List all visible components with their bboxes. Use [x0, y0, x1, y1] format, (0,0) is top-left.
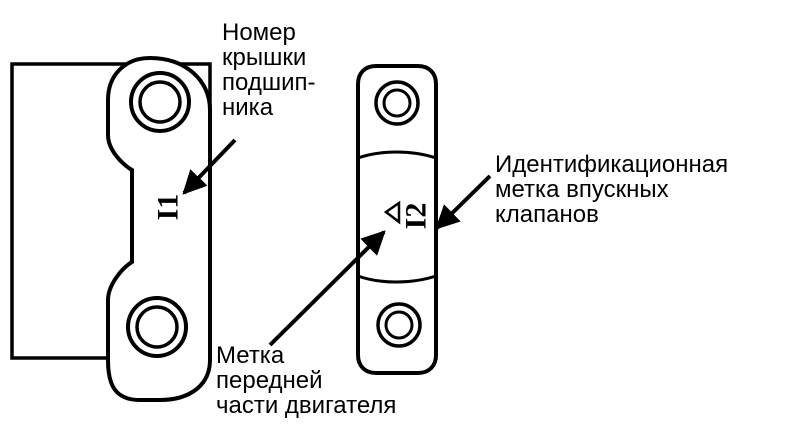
right-cap-top-bolt-outer [374, 80, 420, 126]
right-cap-lower-waist [357, 274, 437, 284]
front-mark-line-1: Метка [216, 342, 285, 369]
left-cap-stamp: I1 [152, 194, 185, 221]
left-cap-bottom-bolt-outer [126, 296, 188, 358]
cap-number-line-3: подшип- [222, 69, 316, 96]
cap-number-line-2: крышки [222, 44, 307, 71]
intake-mark-arrow [435, 174, 492, 230]
cap-number-label: Номер крышки подшип- ника [222, 20, 315, 120]
front-mark-label: Метка передней части двигателя [216, 343, 396, 418]
left-cap-top-bolt-outer [129, 71, 191, 133]
left-bearing-cap [106, 55, 212, 402]
right-cap-bottom-bolt-outer [376, 302, 422, 348]
cap-number-arrow [182, 138, 237, 195]
front-mark-line-2: передней [216, 367, 323, 394]
right-cap-upper-waist [357, 150, 437, 160]
cap-number-line-4: ника [222, 94, 274, 121]
right-cap-stamp: I2 [400, 203, 433, 230]
front-mark-line-3: части двигателя [216, 392, 397, 419]
right-cap-top-bolt-inner [382, 88, 412, 118]
front-mark-triangle-icon [383, 200, 401, 225]
cap-number-line-1: Номер [222, 19, 296, 46]
left-cap-top-bolt-inner [138, 80, 182, 124]
right-cap-bottom-bolt-inner [384, 310, 414, 340]
intake-mark-line-1: Идентификационная [495, 151, 729, 178]
left-cap-bottom-bolt-inner [135, 305, 179, 349]
intake-mark-label: Идентификационная метка впускных клапано… [495, 152, 728, 227]
intake-mark-line-2: метка впускных [495, 176, 669, 203]
intake-mark-line-3: клапанов [495, 201, 599, 228]
front-mark-arrow [268, 230, 386, 347]
